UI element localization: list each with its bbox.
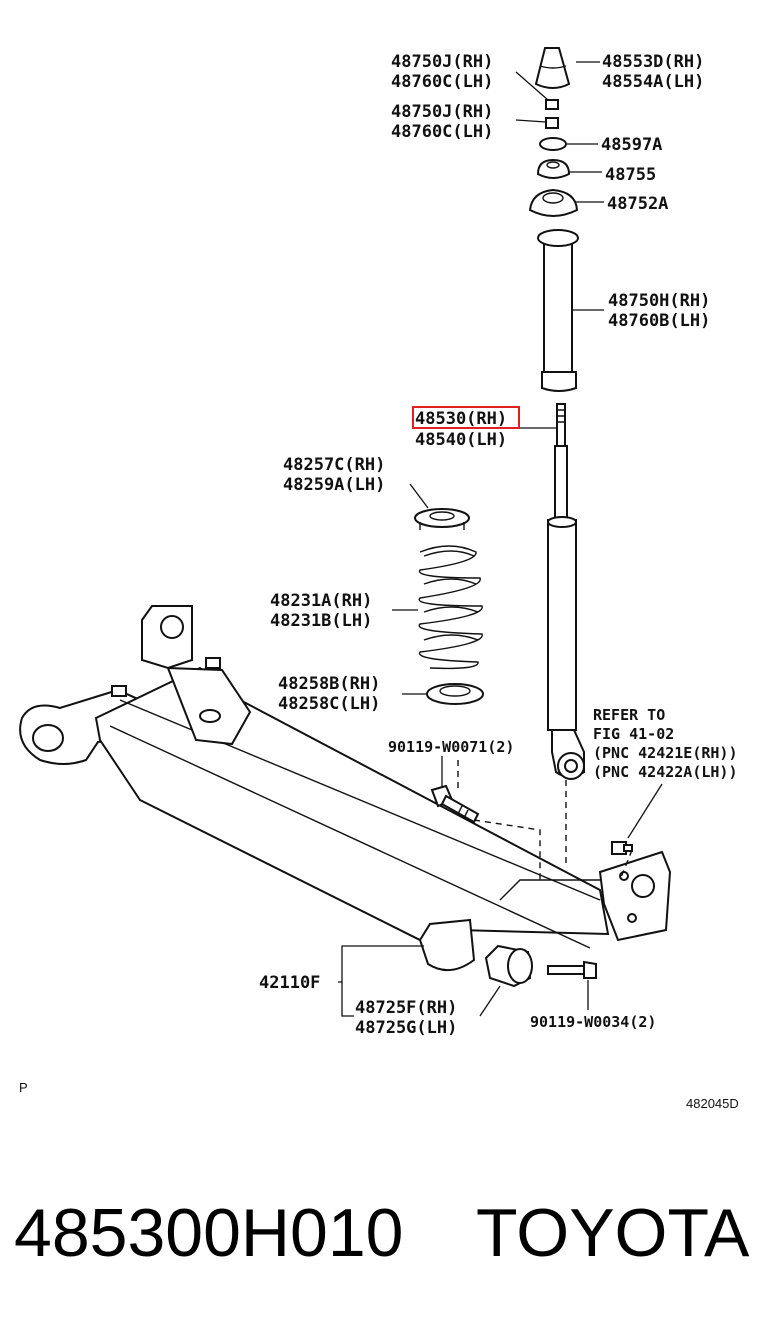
label-fig-41-02: FIG 41-02 (593, 725, 674, 743)
label-bolt-90119-w0071: 90119-W0071(2) (388, 738, 514, 756)
label-48725f-rh: 48725F(RH) (355, 998, 457, 1018)
label-48530-rh-highlighted: 48530(RH) (415, 409, 507, 429)
label-bolt-90119-w0034: 90119-W0034(2) (530, 1013, 656, 1031)
highlight-box (412, 406, 520, 429)
label-48755: 48755 (605, 165, 656, 185)
cushion-48755-part (536, 158, 571, 179)
bolt-upper-part (430, 784, 480, 824)
shock-absorber-part (547, 403, 585, 780)
label-48750h-rh: 48750H(RH) (608, 291, 710, 311)
label-pnc-42422a-lh: (PNC 42422A(LH)) (593, 763, 738, 781)
label-48725g-lh: 48725G(LH) (355, 1018, 457, 1038)
label-48258c-lh: 48258C(LH) (278, 694, 380, 714)
leader-lines (338, 61, 663, 1017)
diagram-code: 482045D (686, 1096, 739, 1111)
coil-spring-part (418, 545, 483, 670)
nut-lower-part (545, 117, 559, 129)
axle-beam-part (19, 605, 672, 971)
bolt-lower-part (547, 960, 597, 979)
spring-lower-seat-part (426, 683, 484, 705)
label-48760b-lh: 48760B(LH) (608, 311, 710, 331)
label-refer-to: REFER TO (593, 706, 665, 724)
label-pnc-42421e-rh: (PNC 42421E(RH)) (593, 744, 738, 762)
label-48259a-lh: 48259A(LH) (283, 475, 385, 495)
spring-upper-seat-part (414, 508, 470, 530)
label-48750j-rh-mid: 48750J(RH) (391, 102, 493, 122)
label-48597a: 48597A (601, 135, 662, 155)
label-48752a: 48752A (607, 194, 668, 214)
bush-part (484, 944, 533, 988)
bump-stopper-part (534, 47, 571, 89)
label-48231b-lh: 48231B(LH) (270, 611, 372, 631)
label-48258b-rh: 48258B(RH) (278, 674, 380, 694)
label-48553d-rh: 48553D(RH) (602, 52, 704, 72)
nut-upper-part (545, 99, 559, 110)
label-42110f: 42110F (259, 973, 320, 993)
label-48760c-lh-top: 48760C(LH) (391, 72, 493, 92)
label-48760c-lh-mid: 48760C(LH) (391, 122, 493, 142)
label-48540-lh: 48540(LH) (415, 430, 507, 450)
washer-48597a-part (539, 137, 567, 151)
assembly-dash-lines (457, 760, 633, 882)
dust-boot-part (537, 229, 579, 392)
label-48257c-rh: 48257C(RH) (283, 455, 385, 475)
brand-footer: TOYOTA (476, 1195, 750, 1271)
label-48554a-lh: 48554A(LH) (602, 72, 704, 92)
corner-marker-p: P (19, 1080, 28, 1095)
part-number-footer: 485300H010 (14, 1195, 403, 1271)
bolt-refer-part (611, 841, 633, 855)
support-48752a-part (528, 188, 579, 217)
label-48231a-rh: 48231A(RH) (270, 591, 372, 611)
label-48750j-rh-top: 48750J(RH) (391, 52, 493, 72)
